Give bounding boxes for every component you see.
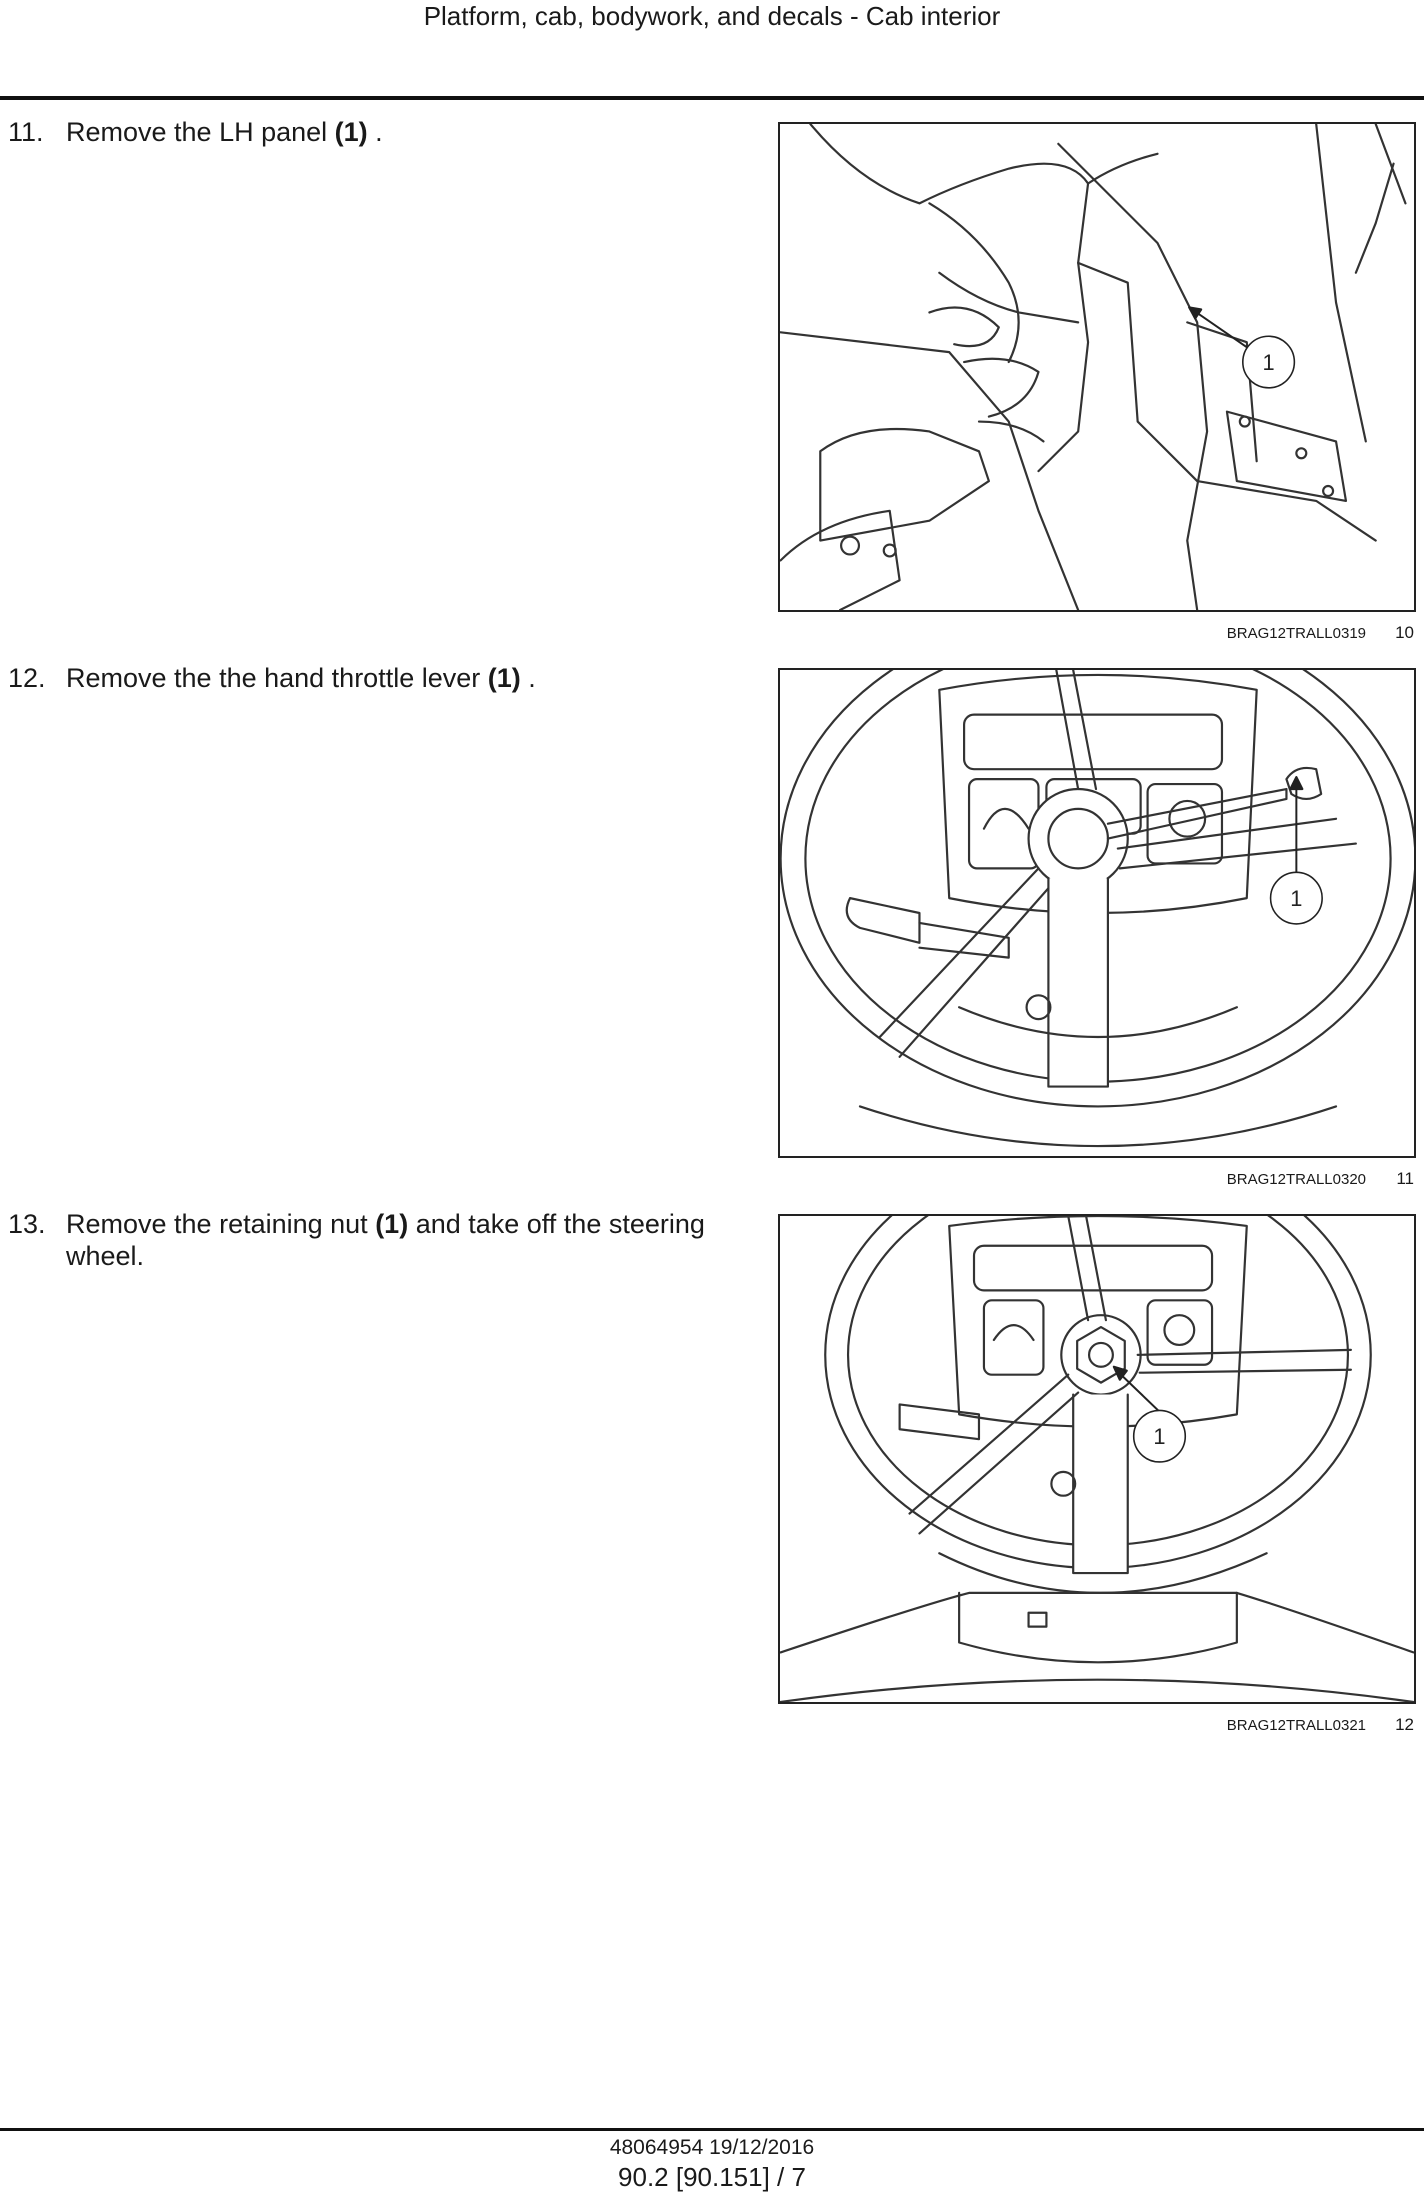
step-text: Remove the the hand throttle lever (1) . [66, 663, 536, 693]
header-divider [0, 96, 1424, 100]
step-12: 12. Remove the the hand throttle lever (1… [8, 662, 748, 694]
callout-reference: (1) [487, 663, 521, 693]
footer-page-reference: 90.2 [90.151] / 7 [618, 2162, 806, 2192]
step-text: Remove the LH panel (1) . [66, 117, 383, 147]
callout-reference: (1) [375, 1209, 409, 1239]
step-11: 11. Remove the LH panel (1) . [8, 116, 748, 148]
footer-doc-reference: 48064954 19/12/2016 [609, 2136, 815, 2159]
figure-callout: 1 [1153, 1424, 1165, 1449]
figure-number: 12 [1395, 1715, 1414, 1734]
page-header-title: Platform, cab, bodywork, and decals - Ca… [423, 1, 1001, 31]
figure-caption: BRAG12TRALL0319 10 [778, 623, 1416, 647]
step-number: 12. [8, 663, 46, 693]
callout-reference: (1) [334, 117, 368, 147]
hand-throttle-illustration: 1 [780, 670, 1414, 1148]
figure-lh-panel: 1 [778, 122, 1416, 612]
figure-code: BRAG12TRALL0321 [1226, 1717, 1366, 1734]
figure-code: BRAG12TRALL0320 [1226, 1171, 1366, 1188]
figure-number: 10 [1395, 623, 1414, 642]
footer-divider [0, 2128, 1424, 2131]
figure-code: BRAG12TRALL0319 [1226, 625, 1366, 642]
figure-caption: BRAG12TRALL0320 11 [778, 1169, 1416, 1193]
figure-callout: 1 [1290, 886, 1302, 911]
lh-panel-illustration: 1 [780, 124, 1407, 610]
step-number: 11. [8, 117, 44, 147]
figure-hand-throttle: 1 [778, 668, 1416, 1158]
figure-callout: 1 [1263, 350, 1275, 375]
steering-wheel-nut-illustration: 1 [780, 1216, 1414, 1702]
figure-steering-wheel-nut: 1 [778, 1214, 1416, 1704]
figure-number: 11 [1396, 1169, 1414, 1188]
step-text: Remove the retaining nut (1) and take of… [66, 1209, 705, 1271]
step-number: 13. [8, 1209, 46, 1239]
step-13: 13. Remove the retaining nut (1) and take… [8, 1208, 748, 1272]
figure-caption: BRAG12TRALL0321 12 [778, 1715, 1416, 1739]
